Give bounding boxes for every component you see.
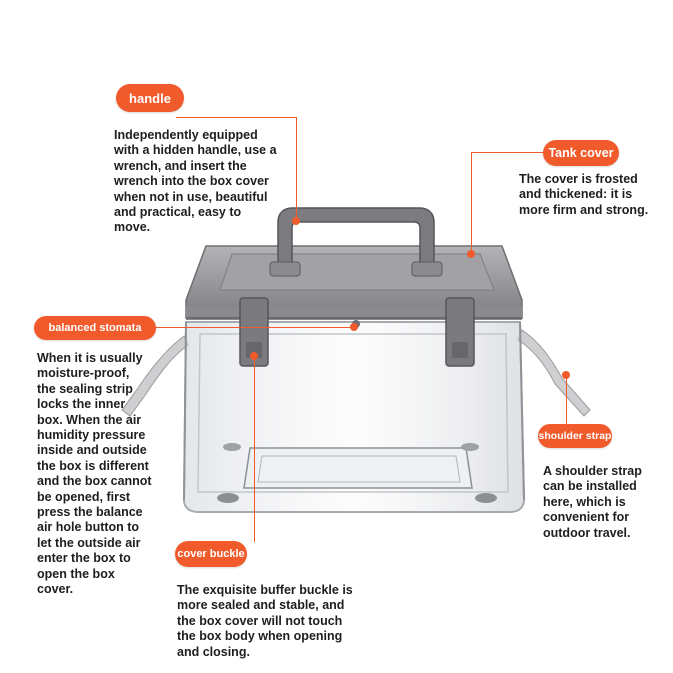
cover-buckle-label: cover buckle (175, 541, 247, 567)
handle-connector-v (296, 117, 297, 221)
handle-marker-dot (292, 217, 300, 225)
tank-cover-description: The cover is frosted and thickened: it i… (519, 172, 649, 217)
stomata-marker-dot (350, 323, 358, 331)
buckle-connector-v (254, 358, 255, 542)
shoulder-strap-description: A shoulder strap can be installed here, … (543, 464, 642, 540)
tank-cover-connector-h (471, 152, 544, 153)
balanced-stomata-description: When it is usually moisture-proof, the s… (37, 351, 152, 597)
buckle-marker-dot (250, 352, 258, 360)
tank-cover-label: Tank cover (543, 140, 619, 166)
handle-description: Independently equipped with a hidden han… (114, 128, 277, 235)
stomata-connector-h (154, 327, 354, 328)
shoulder-strap-right (517, 329, 591, 417)
balanced-stomata-label: balanced stomata (34, 316, 156, 340)
tank-cover-marker-dot (467, 250, 475, 258)
handle-connector-h (176, 117, 296, 118)
handle-label: handle (116, 84, 184, 112)
shoulder-strap-label: shoulder strap (538, 424, 612, 448)
strap-connector-v (566, 377, 567, 433)
tank-cover-connector-v (471, 152, 472, 255)
strap-marker-dot (562, 371, 570, 379)
cover-buckle-description: The exquisite buffer buckle is more seal… (177, 583, 353, 659)
shoulder-strap-left (121, 335, 189, 417)
